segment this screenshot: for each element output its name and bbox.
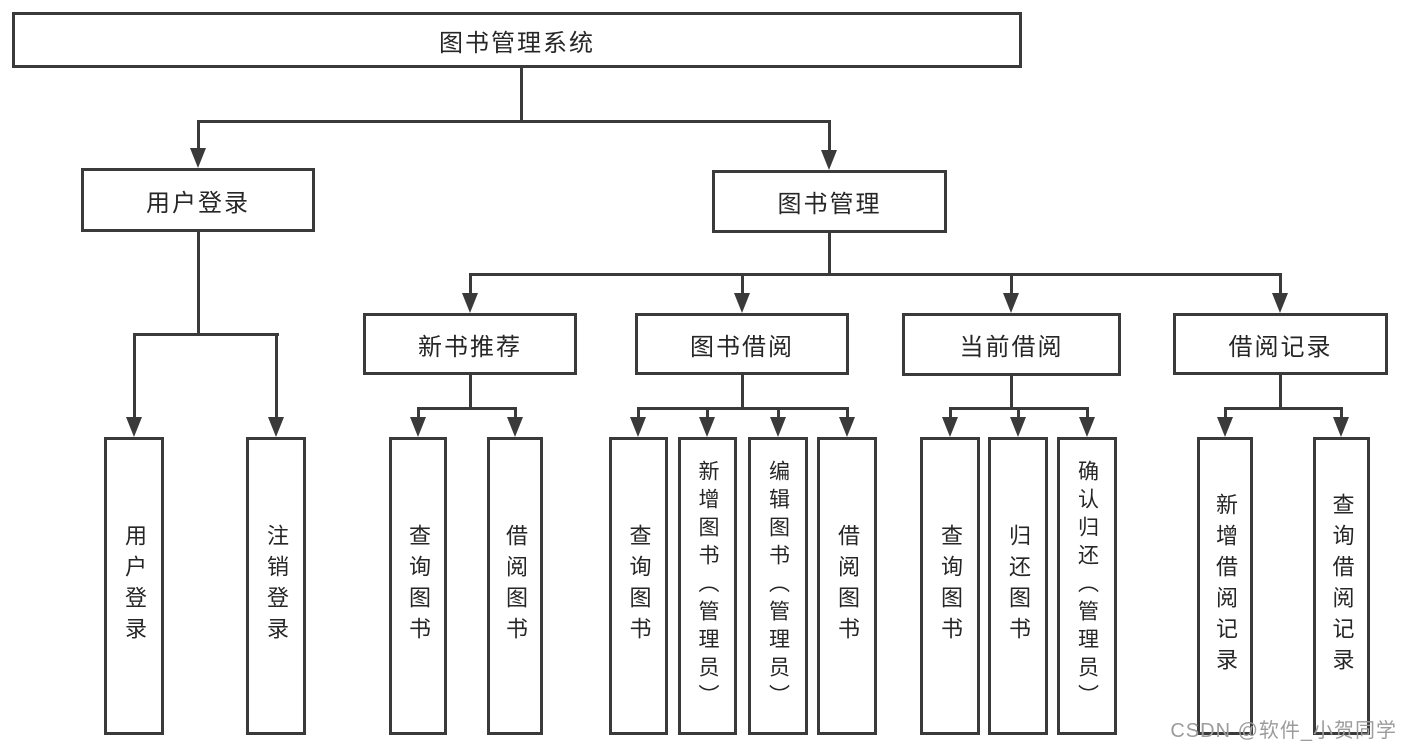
node-new-book-recommend: 新书推荐: [363, 313, 577, 375]
leaf-label: 查询图书: [406, 524, 431, 648]
node-book-borrow-label: 图书借阅: [690, 333, 794, 361]
connector-line: [1279, 375, 1282, 407]
connector-line: [1340, 407, 1343, 417]
node-borrow-record: 借阅记录: [1173, 313, 1388, 375]
connector-line: [1279, 273, 1282, 293]
arrow-down-icon: [1003, 293, 1019, 313]
arrow-down-icon: [699, 417, 715, 437]
node-borrow-record-label: 借阅记录: [1228, 333, 1333, 361]
connector-line: [469, 375, 472, 407]
leaf-cb-query-book: 查询图书: [920, 437, 980, 735]
arrow-down-icon: [942, 417, 958, 437]
connector-line: [846, 407, 849, 417]
leaf-label: 查询借阅记录: [1329, 493, 1355, 679]
node-current-borrow: 当前借阅: [902, 313, 1121, 376]
node-user-login: 用户登录: [81, 168, 315, 232]
leaf-label: 新增图书（管理员）: [696, 460, 719, 712]
arrow-down-icon: [821, 150, 837, 170]
arrow-down-icon: [410, 417, 426, 437]
arrow-down-icon: [770, 417, 786, 437]
arrow-down-icon: [1217, 417, 1233, 437]
connector-line: [197, 120, 200, 148]
connector-line: [133, 333, 136, 417]
connector-line: [417, 407, 517, 410]
connector-line: [741, 375, 744, 407]
leaf-br-query-record: 查询借阅记录: [1313, 437, 1370, 735]
connector-line: [417, 407, 420, 417]
leaf-label: 用户登录: [122, 524, 147, 648]
node-book-management-label: 图书管理: [777, 191, 882, 218]
leaf-label: 确认归还（管理员）: [1075, 460, 1099, 712]
leaf-label: 查询图书: [938, 524, 963, 648]
leaf-label: 新增借阅记录: [1213, 493, 1238, 679]
arrow-down-icon: [190, 148, 206, 168]
node-root-label: 图书管理系统: [439, 29, 595, 57]
connector-line: [741, 273, 744, 293]
arrow-down-icon: [507, 417, 523, 437]
arrow-down-icon: [1272, 293, 1288, 313]
connector-line: [1010, 375, 1013, 407]
leaf-bb-borrow-book: 借阅图书: [817, 437, 877, 735]
connector-line: [514, 407, 517, 417]
arrow-down-icon: [1333, 417, 1349, 437]
arrow-down-icon: [630, 417, 646, 437]
connector-line: [197, 120, 831, 123]
connector-line: [275, 333, 278, 417]
connector-line: [637, 407, 848, 410]
connector-line: [1010, 273, 1013, 293]
connector-line: [1017, 407, 1020, 417]
arrow-down-icon: [839, 417, 855, 437]
arrow-down-icon: [126, 417, 142, 437]
node-root: 图书管理系统: [12, 12, 1022, 68]
leaf-br-add-record: 新增借阅记录: [1197, 437, 1253, 735]
leaf-nb-borrow-book: 借阅图书: [487, 437, 543, 735]
connector-line: [828, 120, 831, 150]
connector-line: [197, 232, 200, 333]
leaf-nb-query-book: 查询图书: [389, 437, 447, 735]
connector-line: [637, 407, 640, 417]
arrow-down-icon: [1010, 417, 1026, 437]
leaf-bb-query-book: 查询图书: [609, 437, 668, 735]
connector-line: [777, 407, 780, 417]
connector-line: [828, 233, 831, 273]
connector-line: [469, 273, 1282, 276]
arrow-down-icon: [462, 293, 478, 313]
connector-line: [520, 68, 523, 120]
arrow-down-icon: [268, 417, 284, 437]
node-book-management: 图书管理: [712, 170, 947, 233]
csdn-watermark: CSDN @软件_小贺同学: [1170, 720, 1397, 742]
leaf-label: 查询图书: [626, 524, 652, 648]
leaf-label: 编辑图书（管理员）: [766, 460, 790, 712]
leaf-cb-return-book: 归还图书: [988, 437, 1048, 735]
node-book-borrow: 图书借阅: [635, 313, 849, 375]
node-new-book-recommend-label: 新书推荐: [418, 333, 522, 361]
node-user-login-label: 用户登录: [146, 189, 250, 217]
leaf-label: 归还图书: [1006, 524, 1031, 648]
leaf-label: 借阅图书: [503, 524, 528, 648]
connector-line: [133, 333, 279, 336]
leaf-bb-edit-book-admin: 编辑图书（管理员）: [748, 437, 808, 735]
node-current-borrow-label: 当前借阅: [959, 334, 1064, 361]
leaf-cb-confirm-return-admin: 确认归还（管理员）: [1057, 437, 1117, 735]
connector-line: [1224, 407, 1227, 417]
arrow-down-icon: [734, 293, 750, 313]
connector-line: [1086, 407, 1089, 417]
leaf-bb-add-book-admin: 新增图书（管理员）: [678, 437, 737, 735]
leaf-label: 借阅图书: [835, 524, 860, 648]
connector-line: [949, 407, 952, 417]
arrow-down-icon: [1079, 417, 1095, 437]
leaf-user-login: 用户登录: [104, 437, 164, 735]
connector-line: [706, 407, 709, 417]
connector-line: [1224, 407, 1343, 410]
connector-line: [469, 273, 472, 293]
leaf-logout: 注销登录: [246, 437, 306, 735]
leaf-label: 注销登录: [264, 524, 289, 648]
